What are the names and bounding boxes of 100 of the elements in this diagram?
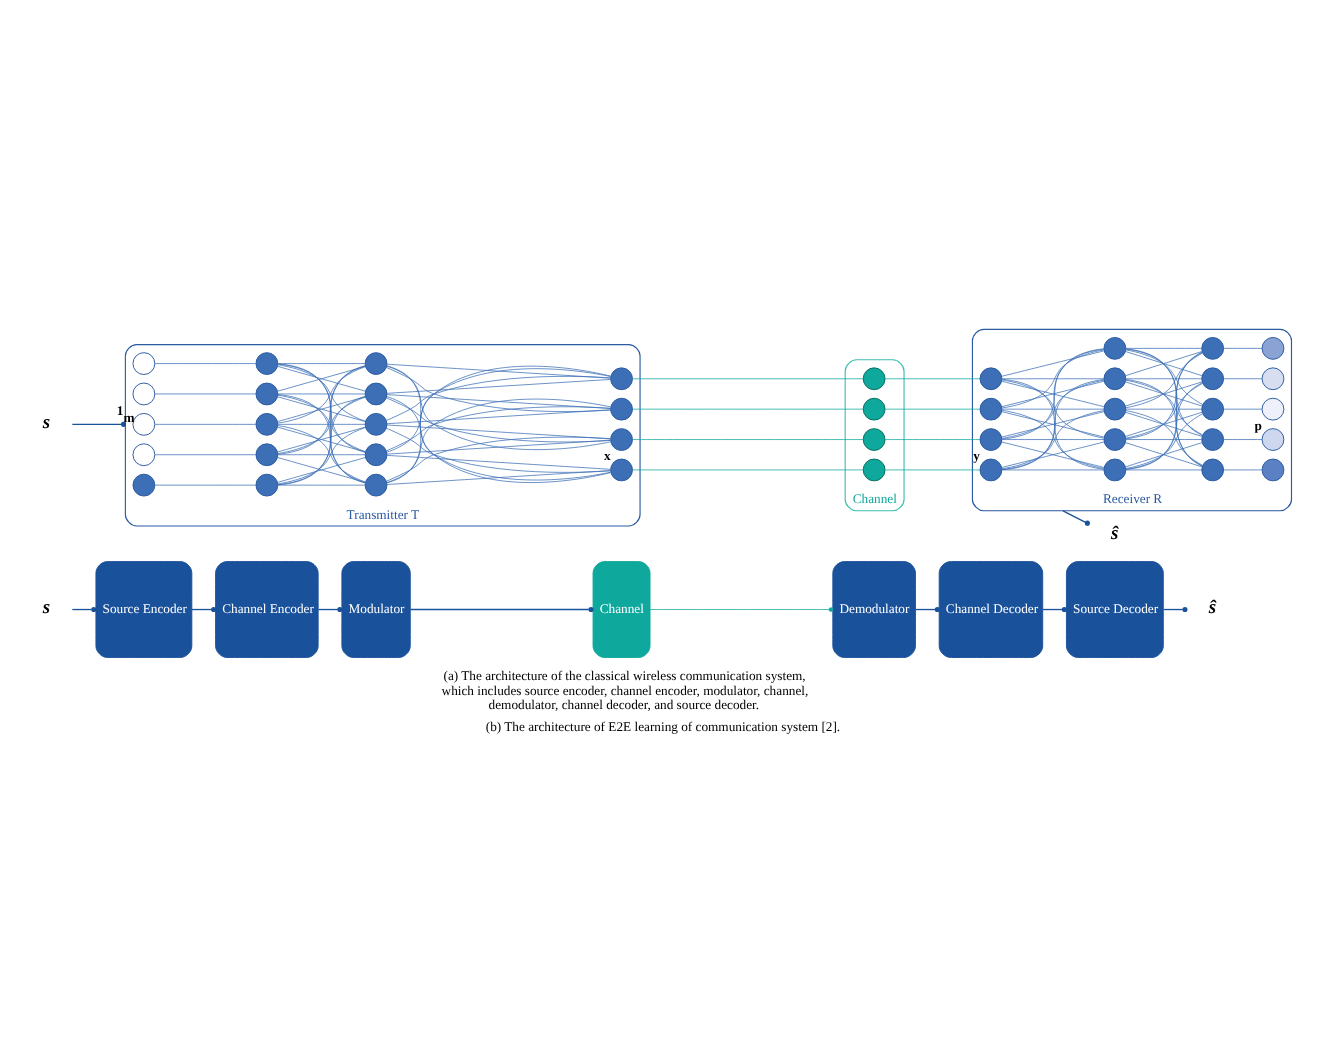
connector [277,423,366,424]
connector [277,453,366,455]
connector [277,425,366,452]
node-circle [862,366,886,390]
node-text: s [42,598,51,619]
connector [1001,440,1105,467]
node-circle [979,396,1003,420]
connector [884,438,981,439]
connector [884,468,981,470]
connector [386,426,611,472]
connector [1223,468,1263,470]
connector [154,423,256,424]
connector [649,606,834,611]
connector [1124,410,1203,436]
node-text: ŝ [1208,598,1217,619]
connector [914,605,940,612]
connector [154,483,256,485]
connector [386,438,611,454]
node-circle [132,381,156,405]
connector [1223,438,1263,439]
node-circle [364,411,388,435]
connector [71,420,127,426]
connector [884,377,981,379]
connector [154,453,256,455]
node-circle [979,366,1003,390]
node-circle [1103,427,1127,450]
connector [1001,410,1105,437]
node-circle [1261,336,1285,359]
node-circle [862,396,886,420]
connector [1223,377,1263,379]
node-circle [1103,396,1127,420]
connector [277,483,366,485]
connector [1001,468,1105,470]
connector [154,362,256,363]
node-circle [1261,396,1285,420]
connector [1042,605,1067,612]
node-circle [610,457,633,481]
node-circle [1103,366,1127,390]
connector [386,405,611,451]
connector [1223,407,1263,409]
node-circle [862,427,886,450]
connector [1124,350,1203,376]
connector [1162,605,1188,612]
node-circle [132,472,156,496]
node-circle [364,442,388,466]
connector [277,392,366,394]
connector [1125,407,1202,409]
node-circle [132,442,156,466]
node-circle [364,381,388,405]
connector [1001,347,1105,439]
node-circle [1103,457,1127,481]
connector [1001,379,1105,407]
node-circle [862,457,886,481]
connector [154,392,256,394]
node-circle [1103,336,1127,359]
connector [386,454,611,469]
node-circle [1201,366,1225,390]
node-circle [1261,427,1285,450]
connector [71,605,97,612]
node-circle [979,427,1003,450]
connector [386,366,611,411]
connector [277,395,366,421]
connector [277,365,366,391]
node-circle [255,442,279,466]
connector [1001,347,1105,470]
connector [409,605,594,612]
connector [1223,347,1263,348]
connector [1001,407,1105,409]
connector [317,605,343,612]
connector [632,468,864,470]
node-circle [1261,366,1285,390]
connector [632,438,864,439]
connector [277,362,366,363]
connector [1001,377,1105,379]
connector [884,407,981,409]
connector [386,408,611,424]
connector [386,435,611,481]
node-circle [610,366,633,390]
connector [1062,509,1090,525]
connector [1125,347,1202,348]
connector [1125,468,1202,470]
connector [632,407,864,409]
node-circle [255,411,279,435]
connector [277,456,366,482]
node-circle [610,427,633,450]
node-text: ŝ [1111,524,1119,545]
connector [1001,378,1105,438]
node-text: s [42,413,51,434]
node-circle [255,351,279,374]
node-circle [1201,396,1225,420]
node-circle [255,472,279,496]
connector [1001,438,1105,439]
connector [1125,377,1202,379]
node-circle [132,411,156,435]
connector [386,378,611,393]
node-circle [979,457,1003,481]
node-circle [255,381,279,405]
connector [1125,438,1202,439]
connector [386,374,611,420]
node-circle [1261,457,1285,481]
